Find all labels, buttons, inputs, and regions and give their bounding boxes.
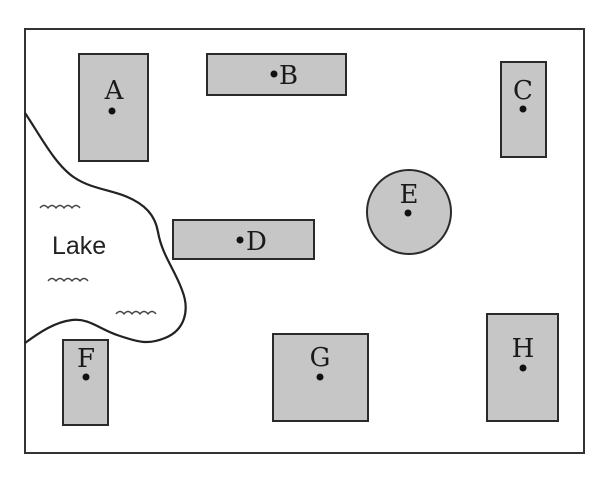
location-label-f: F (77, 344, 95, 374)
building-f (62, 339, 109, 426)
location-point-d (236, 236, 244, 244)
location-point-e (404, 209, 412, 217)
location-f: F (62, 339, 109, 426)
lake: Lake (24, 112, 187, 344)
location-b: B (206, 53, 347, 96)
location-e: E (366, 169, 452, 255)
location-label-g: G (310, 343, 331, 373)
location-d: D (172, 219, 315, 260)
location-point-g (316, 373, 324, 381)
location-label-d: D (246, 227, 267, 257)
location-label-c: C (513, 76, 533, 106)
wave-icon (47, 277, 89, 283)
location-label-e: E (400, 180, 419, 210)
lake-shoreline (24, 112, 187, 344)
wave-icon (115, 310, 157, 316)
building-a (78, 53, 149, 162)
location-point-a (108, 107, 116, 115)
location-label-b: B (279, 61, 298, 91)
location-point-b (270, 70, 278, 78)
location-label-h: H (512, 334, 535, 364)
location-point-f (82, 373, 90, 381)
location-h: H (486, 313, 559, 422)
location-a: A (78, 53, 149, 162)
location-point-h (519, 364, 527, 372)
location-label-a: A (104, 76, 125, 106)
building-d (172, 219, 315, 260)
location-g: G (272, 333, 369, 422)
location-c: C (500, 61, 547, 158)
lake-label: Lake (52, 232, 106, 260)
wave-icon (39, 204, 81, 210)
location-point-c (519, 105, 527, 113)
